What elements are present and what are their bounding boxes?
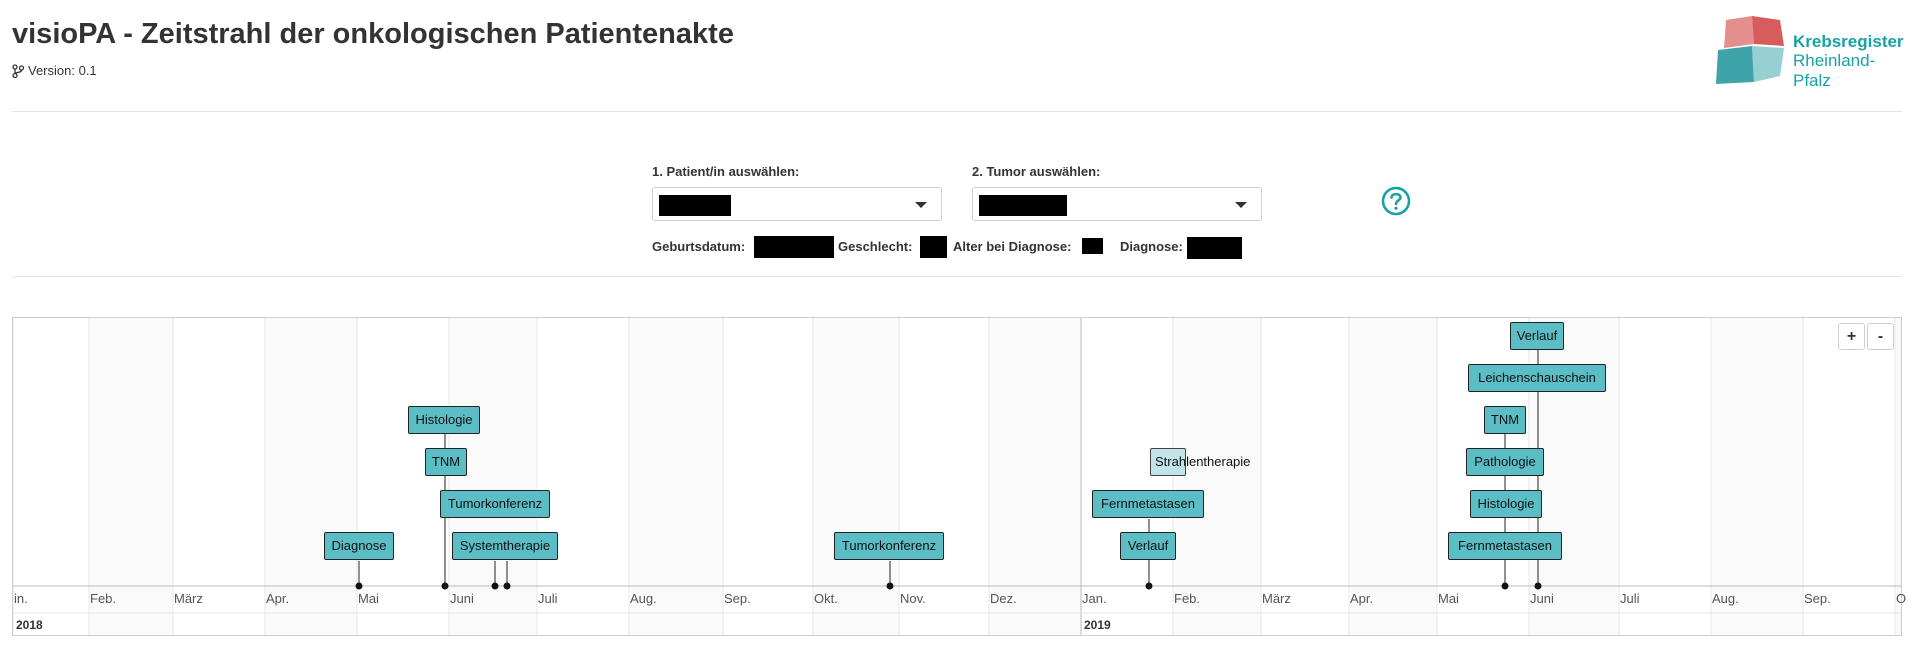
logo-text-line2: Rheinland-Pfalz xyxy=(1793,51,1876,90)
patient-select-label: 1. Patient/in auswählen: xyxy=(652,164,800,179)
month-label: Feb. xyxy=(90,591,117,606)
month-label: Feb. xyxy=(1174,591,1201,606)
age-at-diagnosis-label: Alter bei Diagnose: xyxy=(953,239,1072,254)
timeline-event[interactable]: Pathologie xyxy=(1466,448,1544,476)
month-band xyxy=(629,318,723,635)
krebsregister-logo: Krebsregister Rheinland-Pfalz xyxy=(1710,14,1904,90)
month-band xyxy=(1711,318,1803,635)
month-label: Juli xyxy=(1620,591,1640,606)
event-dot xyxy=(441,582,449,590)
timeline-event[interactable]: Tumorkonferenz xyxy=(440,490,550,518)
year-label: 2019 xyxy=(1084,618,1111,632)
logo-mark xyxy=(1716,16,1784,84)
month-label: März xyxy=(174,591,203,606)
redacted-age xyxy=(1082,238,1103,254)
version-label: Version: 0.1 xyxy=(28,63,97,78)
month-band xyxy=(89,318,173,635)
timeline-event[interactable]: Verlauf xyxy=(1120,532,1176,560)
month-label: Aug. xyxy=(630,591,657,606)
diagnosis-label: Diagnose: xyxy=(1120,239,1183,254)
timeline-event[interactable]: Leichenschauschein xyxy=(1468,364,1606,392)
month-label: März xyxy=(1262,591,1291,606)
month-label: Nov. xyxy=(900,591,926,606)
year-label: 2018 xyxy=(16,618,43,632)
timeline-event[interactable]: Verlauf xyxy=(1510,322,1564,350)
timeline-event[interactable]: Systemtherapie xyxy=(452,532,558,560)
timeline-event[interactable]: Diagnose xyxy=(324,532,394,560)
timeline-event[interactable]: Fernmetastasen xyxy=(1448,532,1562,560)
month-band xyxy=(1173,318,1261,635)
redacted-gender xyxy=(920,236,947,258)
event-dot xyxy=(355,582,363,590)
form-divider xyxy=(12,276,1902,277)
timeline-event[interactable]: TNM xyxy=(1484,406,1526,434)
month-label: Apr. xyxy=(1350,591,1374,606)
redacted-tumor-value xyxy=(979,195,1067,216)
month-label: Juni xyxy=(450,591,474,606)
zoom-in-button[interactable]: + xyxy=(1838,323,1865,350)
event-dot xyxy=(1145,582,1153,590)
timeline-event[interactable]: Fernmetastasen xyxy=(1092,490,1204,518)
timeline-grid xyxy=(13,318,1901,635)
month-label: Sep. xyxy=(1804,591,1831,606)
event-dot xyxy=(503,582,511,590)
gender-label: Geschlecht: xyxy=(838,239,913,254)
month-band xyxy=(1895,318,1901,635)
month-band xyxy=(813,318,899,635)
month-band xyxy=(1349,318,1437,635)
timeline-event[interactable]: Histologie xyxy=(408,406,480,434)
month-label: Jan. xyxy=(1082,591,1107,606)
tumor-select-label: 2. Tumor auswählen: xyxy=(972,164,1101,179)
redacted-patient-value xyxy=(659,195,731,216)
month-label: Apr. xyxy=(266,591,290,606)
patient-select[interactable] xyxy=(652,187,942,221)
zoom-out-button[interactable]: - xyxy=(1867,323,1894,350)
event-dot xyxy=(1534,582,1542,590)
month-label: Dez. xyxy=(990,591,1017,606)
month-band xyxy=(265,318,357,635)
month-label: Mai xyxy=(358,591,379,606)
header-divider xyxy=(12,111,1902,112)
chevron-down-icon xyxy=(1235,202,1247,208)
page-title: visioPA - Zeitstrahl der onkologischen P… xyxy=(12,18,734,50)
timeline-event[interactable]: Tumorkonferenz xyxy=(834,532,944,560)
version-info: Version: 0.1 xyxy=(12,63,97,78)
month-label: Juli xyxy=(538,591,558,606)
month-label: Mai xyxy=(1438,591,1459,606)
month-label: Aug. xyxy=(1712,591,1739,606)
event-dot xyxy=(491,582,499,590)
chevron-down-icon xyxy=(915,202,927,208)
redacted-diagnosis xyxy=(1187,237,1242,259)
month-label: in. xyxy=(14,591,28,606)
month-label: Sep. xyxy=(724,591,751,606)
git-branch-icon xyxy=(12,63,24,78)
month-label: O xyxy=(1896,591,1907,606)
timeline-event[interactable]: Histologie xyxy=(1470,490,1542,518)
event-dot xyxy=(1501,582,1509,590)
month-label: Juni xyxy=(1530,591,1554,606)
redacted-birthdate xyxy=(754,236,834,258)
month-band xyxy=(989,318,1081,635)
timeline-event[interactable]: TNM xyxy=(425,448,467,476)
month-label: Okt. xyxy=(814,591,838,606)
event-dot xyxy=(886,582,894,590)
logo-text-line1: Krebsregister xyxy=(1793,32,1904,51)
month-band xyxy=(449,318,537,635)
tumor-select[interactable] xyxy=(972,187,1262,221)
timeline-event[interactable]: Strahlentherapie xyxy=(1150,448,1250,476)
help-icon[interactable] xyxy=(1381,186,1411,216)
birthdate-label: Geburtsdatum: xyxy=(652,239,746,254)
timeline-panel[interactable] xyxy=(12,317,1902,636)
